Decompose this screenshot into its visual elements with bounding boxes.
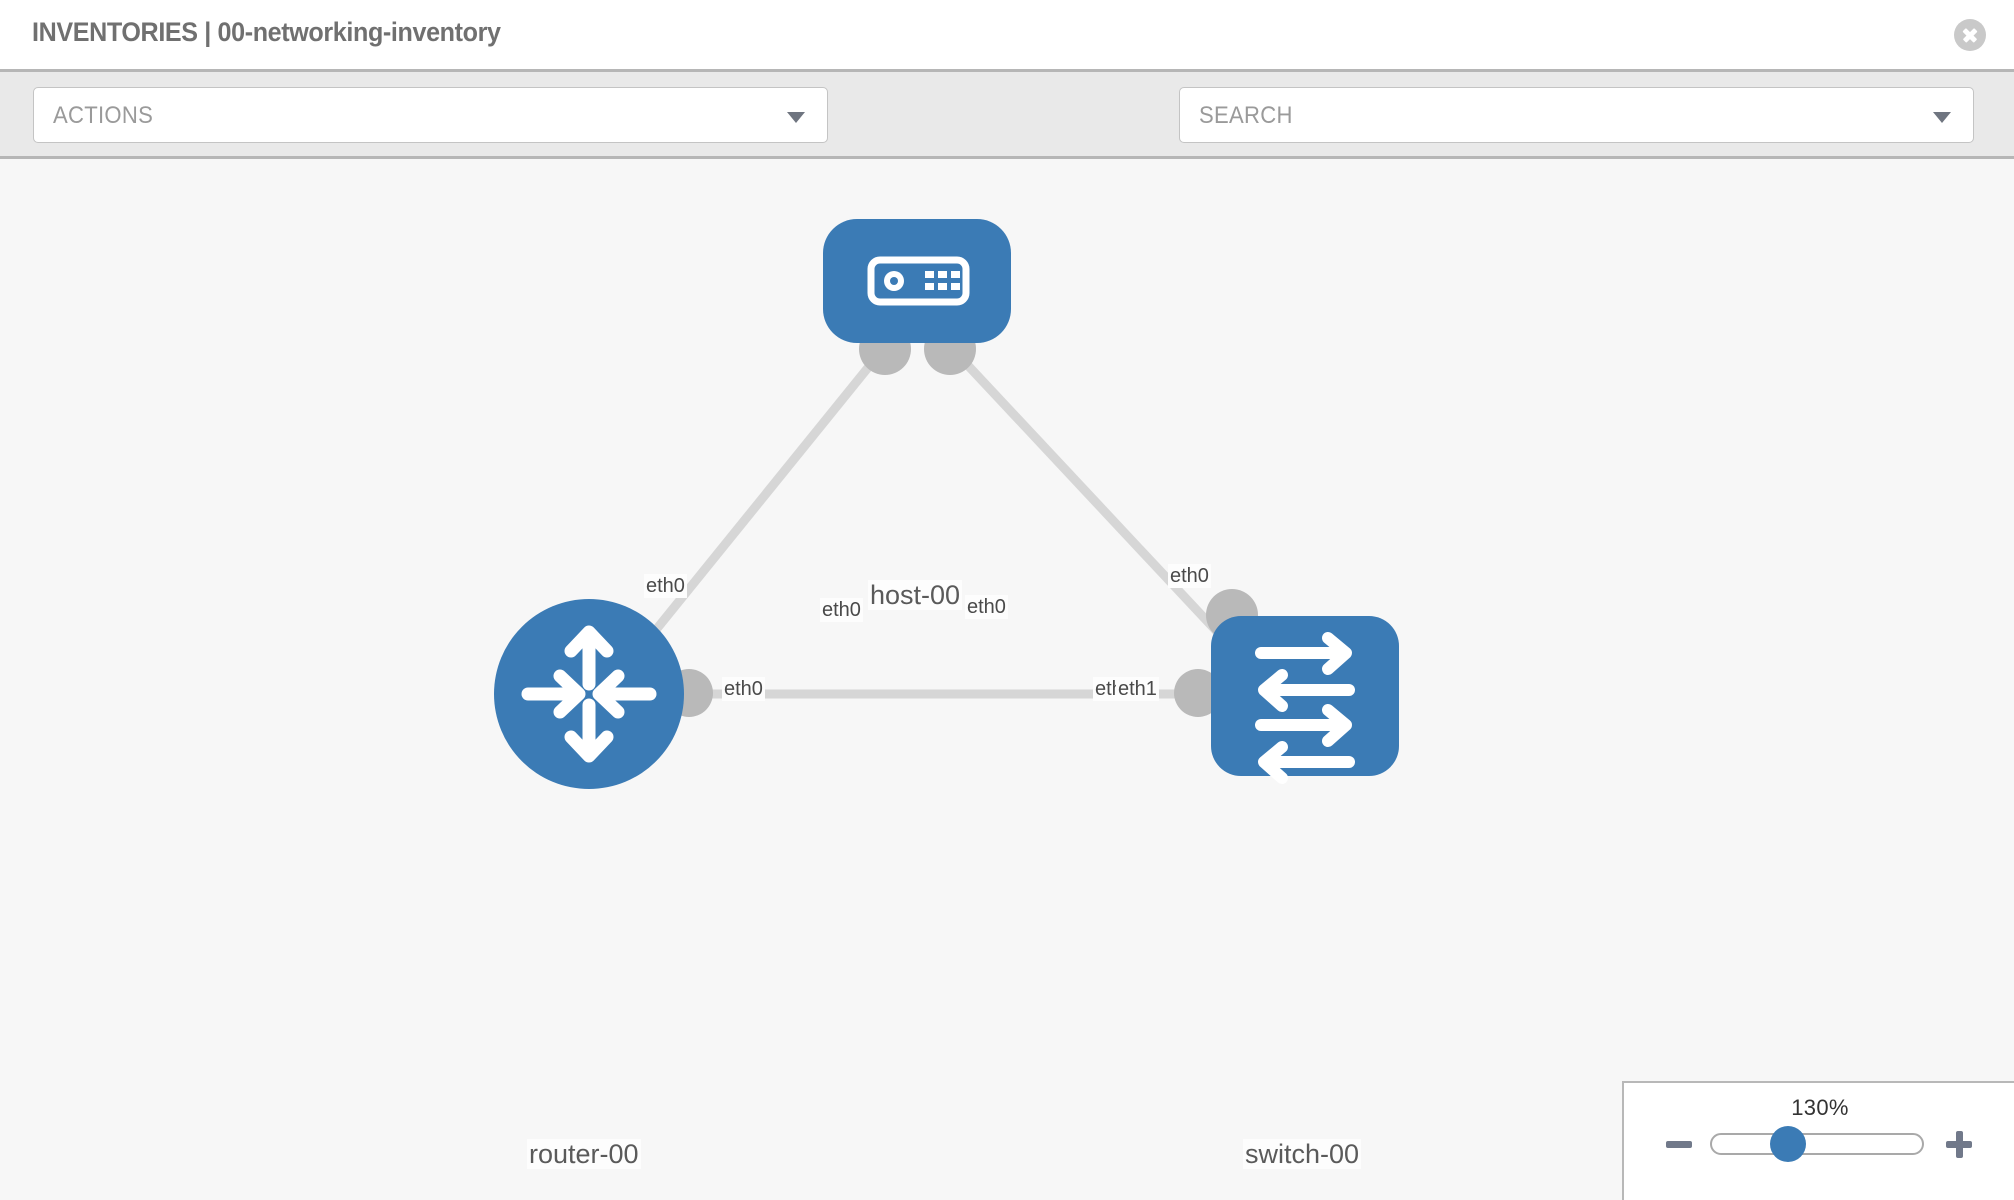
node-switch-00[interactable]	[1211, 616, 1399, 784]
page-title: INVENTORIES | 00-networking-inventory	[32, 17, 501, 47]
page-header: INVENTORIES | 00-networking-inventory	[0, 0, 2014, 69]
endpoint-switch-left[interactable]	[1174, 669, 1222, 717]
iface-label-host-left: eth0	[820, 598, 863, 622]
node-host-00[interactable]	[823, 219, 1011, 343]
zoom-in-button[interactable]	[1942, 1127, 1976, 1161]
iface-label-switch-eth1: eth1	[1116, 677, 1159, 701]
chevron-down-icon	[1933, 112, 1951, 123]
node-label-switch-00: switch-00	[1243, 1139, 1362, 1169]
node-router-00[interactable]	[494, 599, 684, 789]
topology-canvas[interactable]: host-00 router-00 switch-00 eth0 eth0 et…	[0, 159, 2014, 1200]
node-label-router-00: router-00	[527, 1139, 641, 1169]
iface-label-switch-uplink: eth0	[1168, 564, 1211, 588]
server-rack-icon	[867, 256, 970, 306]
router-arrows-icon	[521, 625, 657, 763]
iface-label-router-uplink: eth0	[644, 574, 687, 598]
switch-arrows-icon	[1255, 632, 1355, 784]
chevron-down-icon	[787, 112, 805, 123]
topology-graph	[494, 219, 1399, 789]
zoom-out-button[interactable]	[1662, 1127, 1696, 1161]
iface-label-host-right: eth0	[965, 595, 1008, 619]
edge-layer	[596, 353, 1300, 703]
close-icon[interactable]	[1954, 19, 1986, 51]
toolbar: ACTIONS SEARCH	[0, 69, 2014, 199]
actions-dropdown-label: ACTIONS	[53, 102, 154, 129]
zoom-level-value: 130%	[1791, 1095, 1849, 1120]
node-label-host-00: host-00	[868, 580, 963, 610]
zoom-slider-track[interactable]	[1710, 1133, 1924, 1155]
search-placeholder: SEARCH	[1199, 102, 1293, 129]
iface-label-router-eth0: eth0	[722, 677, 765, 701]
endpoint-layer	[665, 323, 1258, 717]
search-input[interactable]: SEARCH	[1179, 87, 1974, 143]
actions-dropdown[interactable]: ACTIONS	[33, 87, 828, 143]
zoom-slider-thumb[interactable]	[1770, 1126, 1806, 1162]
zoom-control-panel: 130%	[1622, 1081, 2014, 1200]
